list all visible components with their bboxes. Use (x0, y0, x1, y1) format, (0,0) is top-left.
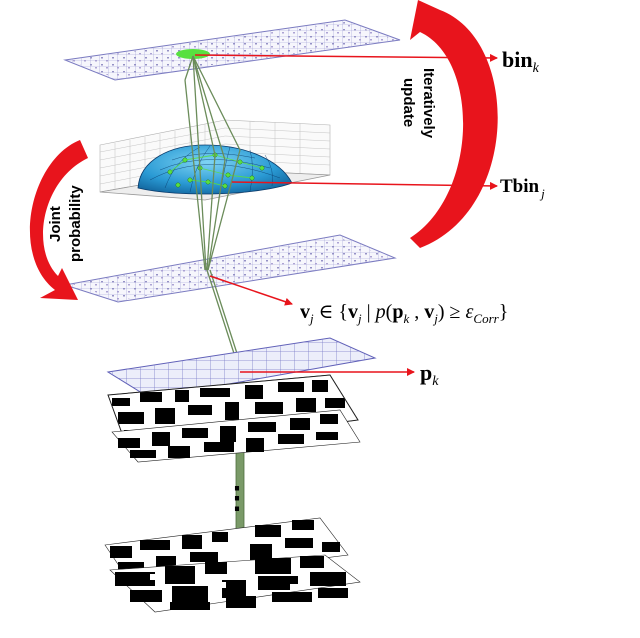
pointer-bin (194, 53, 498, 62)
highlight-bin-marker (176, 49, 210, 59)
tbin-main: Tbin (500, 176, 540, 197)
v-j-condition-label: vj ∈ {vj | p(pk , vj) ≥ εCorr} (300, 301, 508, 326)
joint-probability-line2: probability (67, 185, 84, 262)
comma: , (409, 301, 424, 323)
set-bar: | (362, 301, 376, 323)
iterative-update-line2: update (400, 78, 417, 127)
pointer-arrows (194, 53, 498, 376)
set-close: } (499, 301, 509, 323)
bin-subscript: k (533, 61, 540, 76)
v-sub-3: j (432, 311, 438, 326)
v-sub-1: j (308, 311, 314, 326)
v-sub-2: j (356, 311, 362, 326)
p-sym: p (392, 301, 403, 323)
iterative-update-label: Iteratively update (400, 68, 437, 142)
paren-close-geq: ) ≥ (438, 301, 466, 323)
middle-grid-plane (64, 234, 397, 303)
noise-layer-2 (111, 409, 361, 463)
paren-open: ( (386, 301, 393, 323)
connector-lines (184, 55, 244, 373)
epsilon-sub: Corr (473, 311, 499, 326)
top-grid-plane (63, 19, 401, 81)
p-sub: k (403, 311, 409, 326)
joint-probability-line1: Joint (47, 206, 64, 242)
joint-probability-arrow (29, 140, 88, 300)
p-subscript: k (432, 374, 439, 389)
pointer-v (209, 275, 293, 306)
v-sym-1: v (300, 301, 310, 323)
v-sym-2: v (348, 301, 358, 323)
p-k-label: pk (420, 360, 439, 389)
pointer-tbin (231, 181, 498, 190)
noise-layer-4 (109, 554, 361, 613)
joint-probability-label: Joint probability (47, 185, 84, 262)
bin-k-label: bink (502, 47, 540, 76)
pk-grid-plane (106, 337, 377, 399)
prob-p: p (374, 301, 386, 323)
p-main: p (420, 360, 432, 385)
epsilon: ε (466, 301, 474, 323)
vertical-ellipsis: ⋮ (222, 482, 252, 515)
tbin-subscript: j (539, 186, 545, 201)
bin-main: bin (502, 47, 533, 72)
iterative-update-line1: Iteratively (420, 68, 437, 139)
set-open: ∈ { (314, 301, 348, 323)
v-sym-3: v (424, 301, 434, 323)
